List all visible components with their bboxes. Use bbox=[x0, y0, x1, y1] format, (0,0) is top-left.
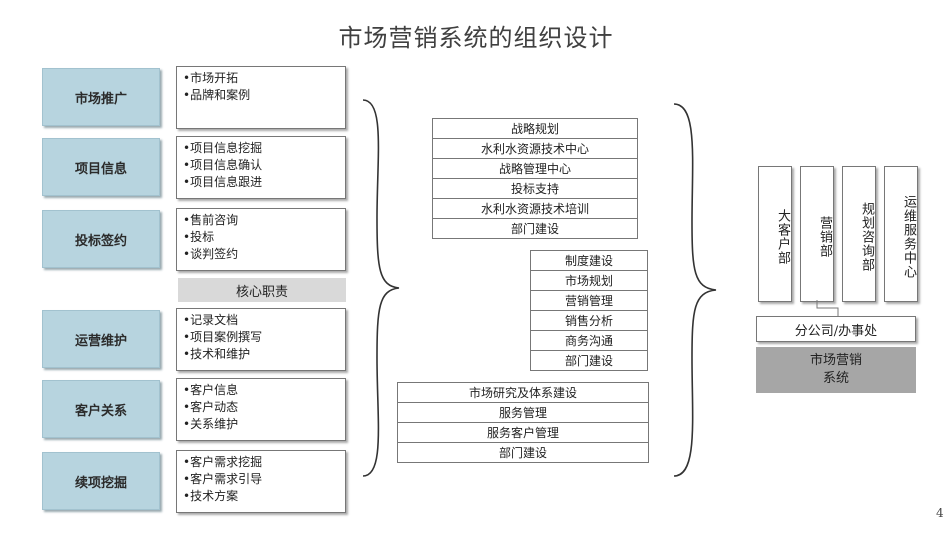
function-stack-marketing: 制度建设 市场规划 营销管理 销售分析 商务沟通 部门建设 bbox=[530, 250, 648, 371]
desc-item: •投标 bbox=[183, 230, 215, 244]
function-row: 水利水资源技术中心 bbox=[433, 139, 637, 159]
function-row: 营销管理 bbox=[531, 291, 647, 311]
branch-office-box: 分公司/办事处 bbox=[756, 316, 916, 342]
category-customer-relations: 客户关系 bbox=[42, 380, 160, 438]
function-row: 销售分析 bbox=[531, 311, 647, 331]
category-market-promotion: 市场推广 bbox=[42, 68, 160, 126]
category-follow-up-mining: 续项挖掘 bbox=[42, 452, 160, 510]
right-brace bbox=[673, 103, 717, 477]
function-row: 部门建设 bbox=[498, 446, 547, 460]
left-brace bbox=[362, 99, 400, 477]
function-row: 市场规划 bbox=[531, 271, 647, 291]
department-ops-service-center: 运维服务中心 bbox=[884, 166, 918, 302]
desc-follow-up-mining: •客户需求挖掘 •客户需求引导 •技术方案 bbox=[176, 450, 346, 513]
desc-customer-relations: •客户信息 •客户动态 •关系维护 bbox=[176, 378, 346, 441]
category-operations: 运营维护 bbox=[42, 310, 160, 368]
desc-operations: •记录文档 •项目案例撰写 •技术和维护 bbox=[176, 308, 346, 371]
desc-item: •市场开拓 bbox=[183, 71, 239, 85]
function-row: 商务沟通 bbox=[531, 331, 647, 351]
desc-market-promotion: •市场开拓 •品牌和案例 bbox=[176, 66, 346, 129]
corner-mark: 4 bbox=[936, 506, 944, 520]
desc-item: •技术方案 bbox=[183, 489, 239, 503]
desc-item: •客户需求挖掘 bbox=[183, 455, 263, 469]
marketing-system-box: 市场营销 系统 bbox=[756, 347, 916, 393]
desc-item: •关系维护 bbox=[183, 417, 239, 431]
function-row: 制度建设 bbox=[531, 251, 647, 271]
department-planning-consulting: 规划咨询部 bbox=[842, 166, 876, 302]
function-row: 服务客户管理 bbox=[398, 423, 648, 443]
function-row: 投标支持 bbox=[433, 179, 637, 199]
desc-item: •项目信息确认 bbox=[183, 158, 263, 172]
core-responsibility-label: 核心职责 bbox=[178, 278, 346, 302]
department-key-accounts: 大客户部 bbox=[758, 166, 792, 302]
desc-item: •售前咨询 bbox=[183, 213, 239, 227]
function-row: 部门建设 bbox=[510, 222, 559, 236]
desc-item: •技术和维护 bbox=[183, 347, 251, 361]
function-row: 部门建设 bbox=[564, 354, 613, 368]
category-bid-signing: 投标签约 bbox=[42, 210, 160, 268]
page-title: 市场营销系统的组织设计 bbox=[338, 24, 614, 52]
desc-item: •客户信息 bbox=[183, 383, 239, 397]
desc-item: •项目信息跟进 bbox=[183, 175, 263, 189]
desc-item: •项目信息挖掘 bbox=[183, 141, 263, 155]
system-label-line1: 市场营销 bbox=[809, 353, 862, 368]
category-project-info: 项目信息 bbox=[42, 138, 160, 196]
desc-item: •记录文档 bbox=[183, 313, 239, 327]
desc-item: •客户动态 bbox=[183, 400, 239, 414]
desc-item: •品牌和案例 bbox=[183, 88, 251, 102]
department-marketing: 营销部 bbox=[800, 166, 834, 302]
function-stack-strategy: 战略规划 水利水资源技术中心 战略管理中心 投标支持 水利水资源技术培训 部门建… bbox=[432, 118, 638, 239]
desc-item: •客户需求引导 bbox=[183, 472, 263, 486]
function-row: 水利水资源技术培训 bbox=[433, 199, 637, 219]
desc-bid-signing: •售前咨询 •投标 •谈判签约 bbox=[176, 208, 346, 271]
function-stack-service: 市场研究及体系建设 服务管理 服务客户管理 部门建设 bbox=[397, 382, 649, 463]
function-row: 服务管理 bbox=[398, 403, 648, 423]
function-row: 市场研究及体系建设 bbox=[398, 383, 648, 403]
desc-project-info: •项目信息挖掘 •项目信息确认 •项目信息跟进 bbox=[176, 136, 346, 199]
desc-item: •项目案例撰写 bbox=[183, 330, 263, 344]
function-row: 战略管理中心 bbox=[433, 159, 637, 179]
function-row: 战略规划 bbox=[433, 119, 637, 139]
desc-item: •谈判签约 bbox=[183, 247, 239, 261]
system-label-line2: 系统 bbox=[822, 371, 849, 386]
department-connector bbox=[816, 300, 839, 316]
